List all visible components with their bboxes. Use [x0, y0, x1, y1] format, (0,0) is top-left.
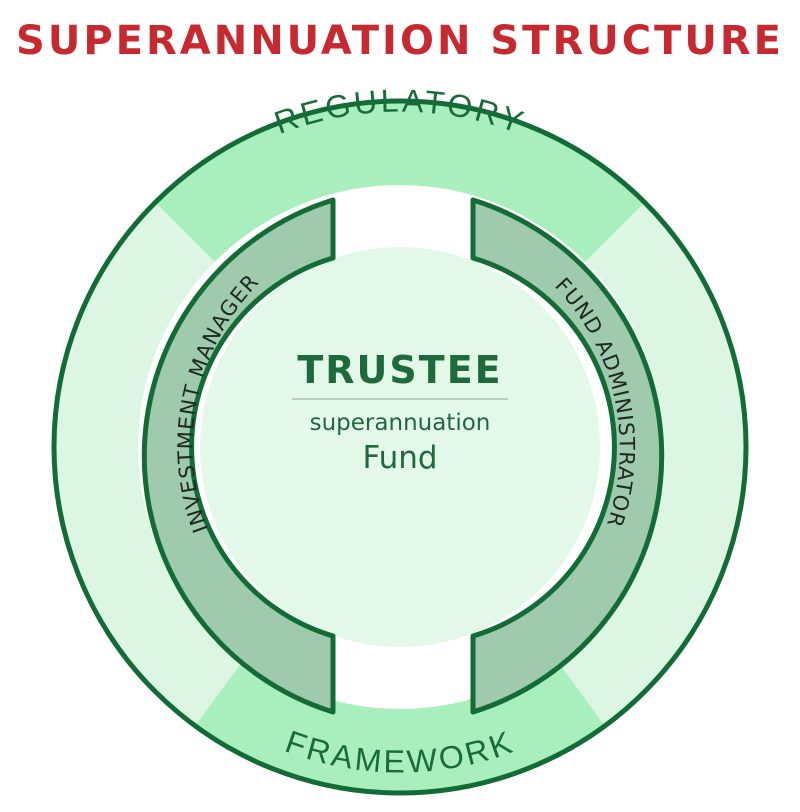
- outer-ring-outline: [51, 98, 749, 796]
- diagram-title: SUPERANNUATION STRUCTURE: [16, 18, 784, 64]
- trustee-label: TRUSTEE: [297, 348, 502, 392]
- fund-label: Fund: [362, 440, 437, 476]
- fund-administrator-band: [470, 197, 665, 715]
- superannuation-label: superannuation: [310, 410, 491, 436]
- investment-manager-band: [141, 197, 336, 715]
- center-circle: [200, 247, 600, 647]
